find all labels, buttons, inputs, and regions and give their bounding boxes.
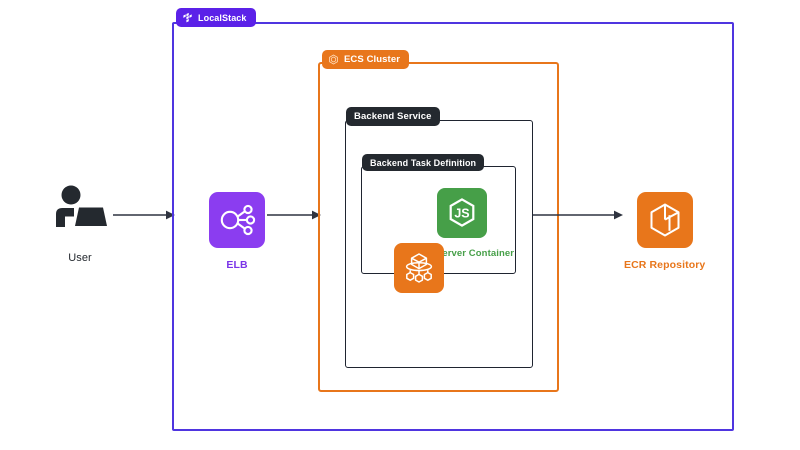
ecs-cluster-badge[interactable]: ECS Cluster bbox=[322, 50, 410, 69]
node-ecr-repository[interactable]: ECR Repository bbox=[624, 192, 705, 271]
localstack-badge-label: LocalStack bbox=[198, 12, 247, 23]
aws-ecs-icon bbox=[394, 243, 444, 293]
ecs-cluster-badge-label: ECS Cluster bbox=[344, 54, 401, 65]
node-elb[interactable]: ELB bbox=[209, 192, 265, 271]
task-definition-badge[interactable]: Backend Task Definition bbox=[362, 154, 485, 171]
arrow-user-to-localstack bbox=[113, 208, 175, 220]
node-ecr-label: ECR Repository bbox=[624, 259, 706, 271]
nodejs-icon: JS bbox=[436, 188, 487, 238]
ecs-cluster-icon bbox=[328, 54, 339, 65]
boundary-ecs-cluster: ECS Cluster Backend Service Backend Task… bbox=[318, 50, 559, 392]
localstack-badge[interactable]: LocalStack bbox=[176, 8, 256, 27]
boundary-backend-service: Backend Service Backend Task Definition … bbox=[345, 107, 533, 368]
localstack-logo-icon bbox=[182, 12, 193, 23]
node-user-label: User bbox=[68, 252, 92, 264]
svg-text:JS: JS bbox=[454, 207, 469, 221]
arrow-elb-to-cluster bbox=[267, 208, 321, 220]
node-server-container-label: Node Server Container bbox=[409, 248, 515, 259]
user-at-laptop-icon bbox=[50, 185, 110, 238]
task-definition-badge-label: Backend Task Definition bbox=[370, 157, 477, 168]
backend-service-badge[interactable]: Backend Service bbox=[346, 107, 440, 126]
boundary-localstack: LocalStack ELB bbox=[172, 8, 734, 431]
elastic-load-balancer-icon bbox=[209, 192, 265, 248]
node-ecs-task[interactable] bbox=[394, 243, 444, 293]
node-node-server-container[interactable]: JS Node Server Container bbox=[409, 188, 514, 259]
node-user[interactable]: User bbox=[50, 185, 110, 264]
arrow-service-to-ecr bbox=[533, 208, 623, 220]
backend-service-badge-label: Backend Service bbox=[354, 111, 432, 122]
ecr-cube-icon bbox=[636, 192, 693, 248]
node-elb-label: ELB bbox=[226, 259, 248, 271]
